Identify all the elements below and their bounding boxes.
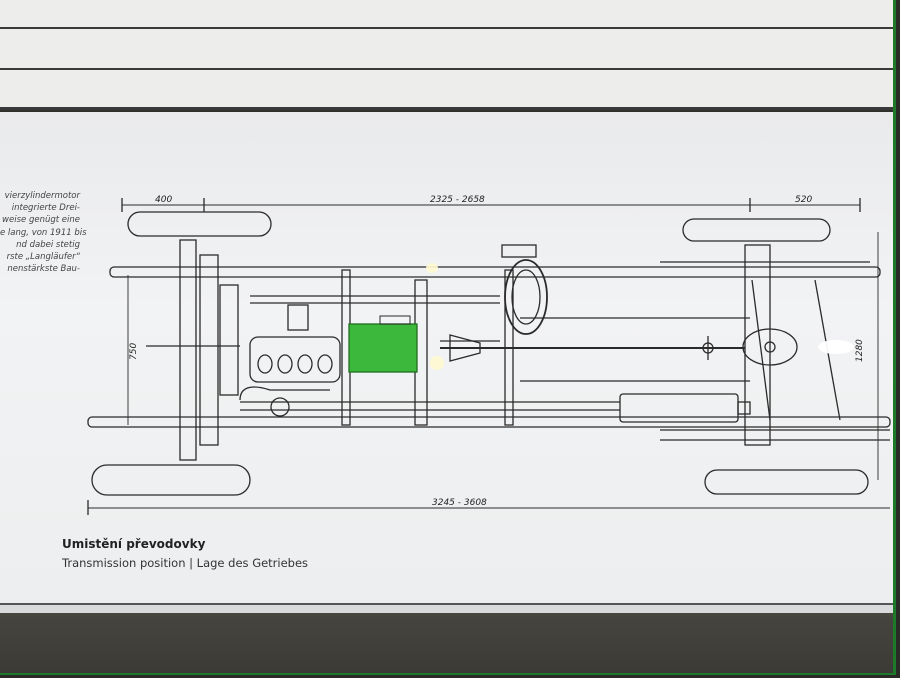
steering-wheel: [504, 259, 548, 335]
radiator: [219, 284, 239, 396]
engine-block: [249, 336, 341, 383]
frame-rail-lower: [87, 416, 891, 428]
diagram-board: [0, 112, 893, 605]
upper-display-panel: [0, 0, 893, 110]
side-text-line: weise genügt eine: [2, 215, 80, 226]
fuel-tank: [619, 393, 739, 423]
dimension-label-rear-track: 1280: [855, 339, 865, 362]
carburettor: [287, 304, 309, 331]
dimension-label-overall-length: 3245 - 3608: [432, 498, 487, 508]
dimension-label-front-overhang: 400: [155, 195, 172, 205]
side-text-line: nd dabei stetig: [16, 239, 80, 250]
frame-rail-upper: [109, 266, 881, 278]
front-axle-spring: [199, 254, 219, 446]
glare: [426, 263, 438, 273]
glare: [430, 356, 444, 370]
panel-divider: [0, 107, 893, 110]
side-description: vierzylindermotor integrierte Drei- weis…: [0, 190, 87, 275]
side-text-line: rste „Langläufer“: [6, 252, 80, 263]
steering-column-top: [501, 244, 537, 258]
rear-wheel-upper: [682, 218, 831, 242]
floor: [0, 613, 893, 673]
rear-wheel-lower: [704, 469, 869, 495]
side-text-line: integrierte Drei-: [11, 203, 80, 214]
panel-divider: [0, 27, 893, 29]
oil-filler: [270, 397, 290, 417]
side-text-line: vierzylindermotor: [4, 191, 80, 201]
panel-divider: [0, 68, 893, 70]
front-wheel-upper: [127, 211, 272, 237]
dimension-label-wheelbase: 2325 - 2658: [430, 195, 485, 205]
dimension-label-front-track: 750: [129, 343, 139, 360]
board-edge: [0, 603, 893, 613]
caption-subtitle: Transmission position | Lage des Getrieb…: [62, 556, 309, 570]
exhaust-pipe: [239, 386, 330, 401]
chassis-drawing: 400 2325 - 2658 520 750 1280 3245 - 3608: [87, 195, 891, 508]
gearbox-highlight: [348, 323, 418, 373]
rear-axle: [744, 244, 771, 446]
glare: [818, 340, 854, 354]
caption-title: Umistění převodovky: [62, 537, 206, 551]
dimension-label-rear-offset: 520: [795, 195, 812, 205]
front-wheel-lower: [91, 464, 251, 496]
universal-joint: [449, 334, 481, 362]
front-axle: [179, 239, 197, 461]
side-text-line: e lang, von 1911 bis: [0, 227, 87, 238]
side-text-line: nenstärkste Bau-: [7, 264, 80, 275]
